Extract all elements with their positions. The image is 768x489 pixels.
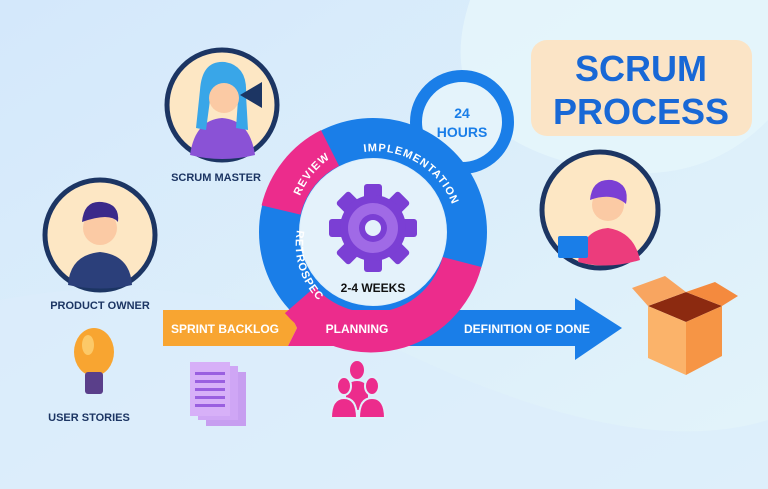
product-owner-label: PRODUCT OWNER	[50, 300, 150, 312]
sprint-arrow	[163, 298, 622, 360]
arrow-done-segment	[410, 298, 622, 360]
developer-avatar	[539, 149, 661, 271]
arrow-backlog-segment	[163, 310, 297, 346]
open-box-icon	[632, 276, 738, 375]
team-icon	[329, 361, 387, 419]
gear-icon	[329, 184, 417, 272]
sprint-backlog-label: SPRINT BACKLOG	[171, 322, 279, 336]
scrum-master-label: SCRUM MASTER	[171, 172, 261, 184]
daily-hours-number: 24	[454, 105, 470, 121]
title-box: SCRUM PROCESS	[531, 40, 752, 136]
arrow-planning-segment	[288, 310, 410, 346]
lightbulb-icon	[74, 328, 114, 394]
ring-review-segment	[261, 130, 340, 216]
product-owner-avatar	[42, 177, 158, 293]
sprint-duration: 2-4 WEEKS	[341, 281, 406, 295]
planning-label: PLANNING	[326, 322, 389, 336]
definition-of-done-label: DEFINITION OF DONE	[464, 322, 590, 336]
title-line2: PROCESS	[553, 91, 729, 132]
user-stories-label: USER STORIES	[48, 412, 130, 424]
scrum-master-avatar	[164, 47, 280, 163]
documents-icon	[190, 362, 246, 426]
title-line1: SCRUM	[575, 48, 707, 89]
daily-hours-label: HOURS	[437, 124, 488, 140]
